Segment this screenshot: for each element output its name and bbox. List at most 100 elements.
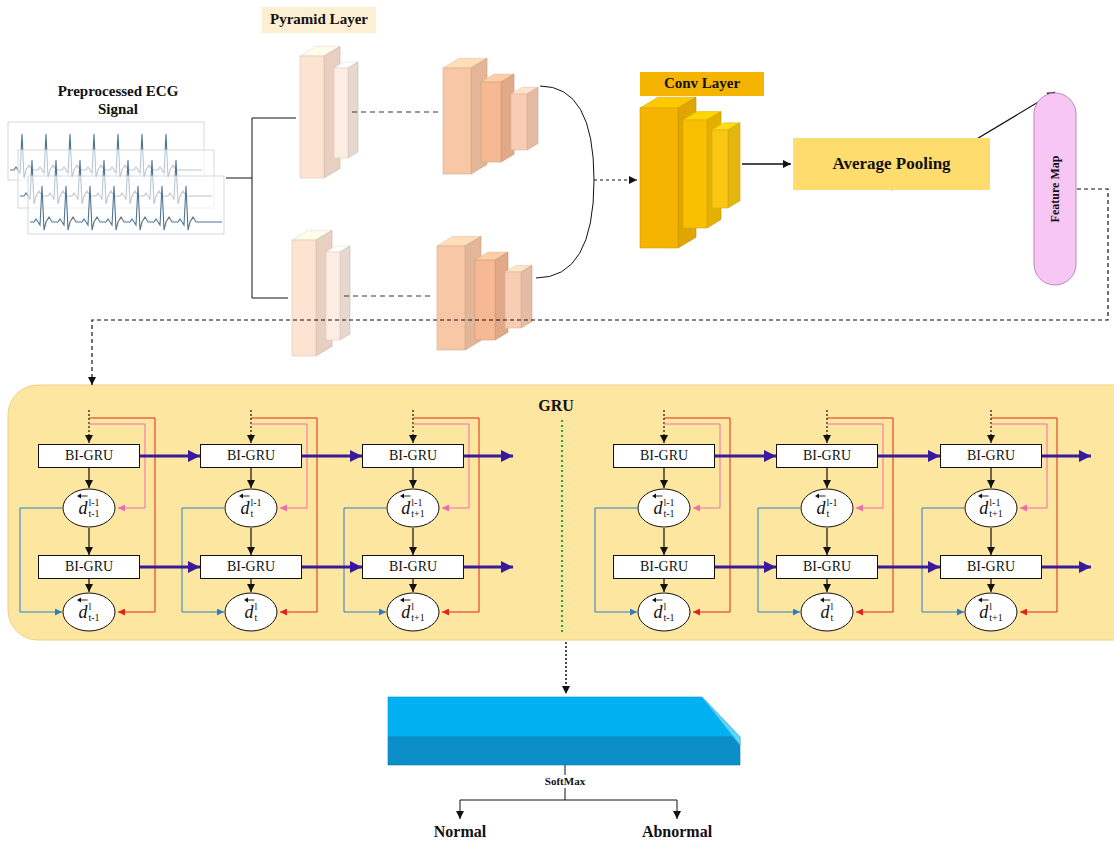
bigru-cell: BI-GRU [38, 555, 140, 579]
time-index: t+1 [989, 612, 1002, 623]
connector-arrow [88, 579, 89, 592]
connector-arrow [663, 579, 664, 592]
state-symbol-base: d [816, 498, 825, 518]
state-symbol-base: d [979, 498, 988, 518]
connector-arrow [826, 579, 827, 592]
time-index: t+1 [411, 612, 424, 623]
gru-panel: BI-GRUBI-GRUBI-GRUdl-1t-1dl-1tdl-1t+1BI-… [8, 385, 1114, 640]
hidden-state-circle: dl-1t+1 [964, 488, 1018, 528]
state-symbol: dl-1t+1 [979, 497, 1002, 519]
input-arrow [990, 410, 991, 443]
hidden-state-circle: dlt-1 [637, 592, 691, 632]
layer-index: l [255, 601, 258, 612]
node-label: BI-GRU [389, 559, 437, 575]
state-symbol-base: d [653, 498, 662, 518]
layer-index: l-1 [989, 497, 1002, 508]
input-arrow [826, 410, 827, 443]
conv-block [712, 130, 728, 208]
state-symbol: dlt+1 [401, 601, 424, 623]
layer-index: l-1 [411, 497, 424, 508]
connector-arrow [412, 528, 413, 555]
hidden-state-circle: dl-1t+1 [386, 488, 440, 528]
conv-block [728, 123, 740, 208]
node-label: Pyramid Layer [270, 11, 368, 28]
bigru-cell: BI-GRU [200, 555, 302, 579]
time-index: t-1 [88, 508, 99, 519]
node-label: BI-GRU [65, 448, 113, 464]
state-symbol-base: d [821, 602, 830, 622]
state-symbol: dl-1t+1 [401, 497, 424, 519]
pyramid-dashed-link [352, 112, 440, 113]
connector-arrow [990, 528, 991, 555]
state-symbol-base: d [245, 602, 254, 622]
connector-arrow [878, 455, 940, 458]
softmax-line [460, 800, 677, 801]
input-arrow [663, 410, 664, 443]
connector-arrow [990, 579, 991, 592]
time-index: t [255, 612, 258, 623]
state-out-arrow [464, 455, 513, 458]
state-symbol-base: d [78, 602, 87, 622]
circle-outline [965, 593, 1017, 631]
connector-arrow [88, 528, 89, 555]
node-label: BI-GRU [227, 559, 275, 575]
state-symbol: dlt-1 [78, 601, 99, 623]
input-arrow [412, 410, 413, 443]
state-symbol-base: d [979, 602, 988, 622]
index-stack: l-1t-1 [88, 497, 99, 519]
hidden-state-circle: dl-1t-1 [62, 488, 116, 528]
connector-arrow [140, 455, 200, 458]
node-label: BI-GRU [389, 448, 437, 464]
ecg-trace [30, 186, 222, 230]
time-index: t-1 [88, 612, 99, 623]
input-arrow [88, 410, 89, 443]
time-index: t [826, 508, 837, 519]
input-arrow [250, 410, 251, 443]
merge-bracket [536, 86, 594, 278]
class-arrow [677, 800, 678, 819]
connector-arrow [250, 528, 251, 555]
connector-arrow [663, 528, 664, 555]
connector-arrow [412, 579, 413, 592]
connector-arrow [826, 528, 827, 555]
layer-index: l-1 [88, 497, 99, 508]
conv-arrow [742, 163, 791, 165]
connector-arrow [302, 566, 362, 569]
state-symbol: dl-1t [240, 497, 261, 519]
circle-outline [801, 489, 853, 527]
hidden-state-circle: dlt-1 [62, 592, 116, 632]
index-stack: lt [255, 601, 258, 623]
conv-block [683, 120, 707, 228]
state-out-arrow [1042, 455, 1091, 458]
conv-block [640, 108, 678, 248]
pyramid-block [511, 94, 527, 150]
state-symbol: dl-1t-1 [78, 497, 99, 519]
time-index: t [250, 508, 261, 519]
ecg-frame [28, 176, 224, 234]
connector-arrow [88, 468, 89, 488]
state-symbol-base: d [401, 498, 410, 518]
connector-arrow [826, 468, 827, 488]
branch-line [252, 118, 296, 119]
input-label: Preprocessed ECG Signal [43, 82, 193, 118]
index-stack: l-1t+1 [411, 497, 424, 519]
bigru-cell: BI-GRU [38, 444, 140, 468]
pyramid-block [481, 82, 501, 162]
pyramid-block [475, 260, 495, 340]
softmax-label: SoftMax [533, 775, 597, 788]
time-index: t-1 [663, 508, 674, 519]
hidden-state-circle: dlt+1 [386, 592, 440, 632]
pyramid-dashed-link [344, 296, 434, 297]
softmax-layer [388, 737, 740, 765]
connector-arrow [715, 455, 776, 458]
state-symbol-base: d [78, 498, 87, 518]
feature-map-pill: Feature Map [1033, 92, 1077, 286]
state-symbol: dl-1t-1 [653, 497, 674, 519]
connector-arrow [140, 566, 200, 569]
layer-heading: Conv Layer [640, 72, 764, 96]
hidden-state-circle: dl-1t [224, 488, 278, 528]
class-label: Normal [415, 822, 505, 841]
bigru-cell: BI-GRU [776, 444, 878, 468]
